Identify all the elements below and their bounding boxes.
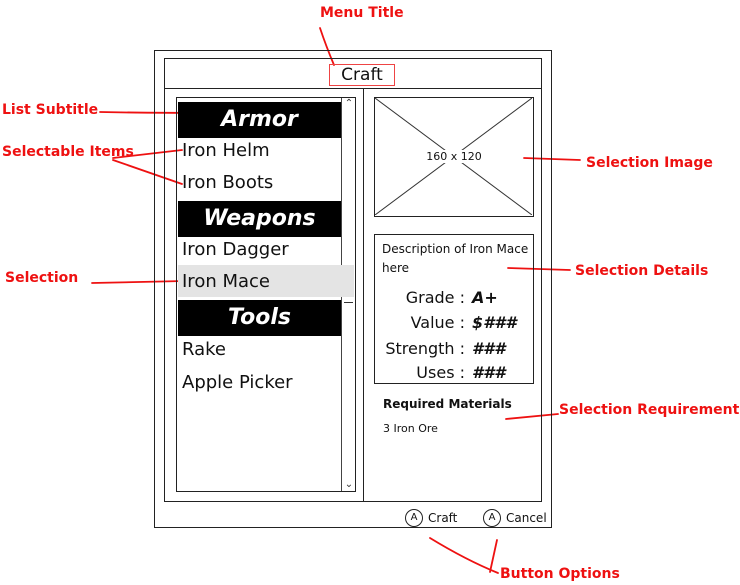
scroll-thumb[interactable] [344,302,353,303]
stat-label-grade: Grade : [405,288,465,307]
menu-panel [164,58,542,502]
item-list[interactable] [176,97,356,492]
list-item[interactable]: Iron Helm [182,140,270,161]
menu-title-arrow [319,27,335,66]
stat-value-value: $### [472,313,517,332]
annotation-selection-requirements: Selection Requirements [559,402,740,418]
annotation-menu-title: Menu Title [320,5,404,21]
list-item-selected[interactable]: Iron Mace [182,271,270,292]
requirements-title: Required Materials [383,397,512,411]
selectable-items-arrow-1 [112,149,183,159]
stat-label-uses: Uses : [416,363,465,382]
stat-label-value: Value : [410,313,465,332]
a-button-icon: A [405,509,423,527]
craft-button[interactable]: A Craft [405,507,457,529]
stat-value-grade: A+ [472,288,498,307]
menu-title: Craft [329,64,395,86]
item-description: Description of Iron Mace here [382,242,529,275]
selection-details: Description of Iron Mace here Grade : A+… [374,234,534,384]
annotation-selection: Selection [5,270,79,286]
list-subtitle-weapons: Weapons [178,201,341,237]
requirement-item: 3 Iron Ore [383,422,438,435]
cancel-button[interactable]: A Cancel [483,507,547,529]
selection-details-arrow [507,267,571,271]
scroll-down-icon[interactable]: ⌄ [344,479,354,490]
list-item[interactable]: Iron Boots [182,172,274,193]
selection-image: 160 x 120 [374,97,534,217]
annotation-selection-details: Selection Details [575,263,709,279]
stat-value-uses: ### [472,363,506,382]
stat-value-strength: ### [472,339,506,358]
scroll-up-icon[interactable]: ⌃ [344,98,354,109]
stat-label-strength: Strength : [385,339,465,358]
title-divider [164,88,542,89]
list-subtitle-tools: Tools [178,300,341,336]
annotation-button-options: Button Options [500,566,620,582]
button-options-arrow-1 [429,537,499,574]
annotation-list-subtitle: List Subtitle [2,102,99,118]
column-divider [363,88,364,502]
list-item[interactable]: Rake [182,339,226,360]
image-size-label: 160 x 120 [424,150,484,163]
list-subtitle-armor: Armor [178,102,341,138]
button-options-arrow-2 [489,539,498,573]
cancel-button-label: Cancel [506,511,547,525]
menu-window [154,50,552,528]
craft-button-label: Craft [428,511,458,525]
list-item[interactable]: Apple Picker [182,372,293,393]
annotation-selectable-items: Selectable Items [2,144,134,160]
selectable-items-arrow-2 [112,159,183,185]
list-item[interactable]: Iron Dagger [182,239,289,260]
selection-arrow [91,280,185,284]
selected-item-highlight [178,265,354,297]
selection-requirements-arrow [505,413,559,420]
a-button-icon: A [483,509,501,527]
annotation-selection-image: Selection Image [586,155,713,171]
